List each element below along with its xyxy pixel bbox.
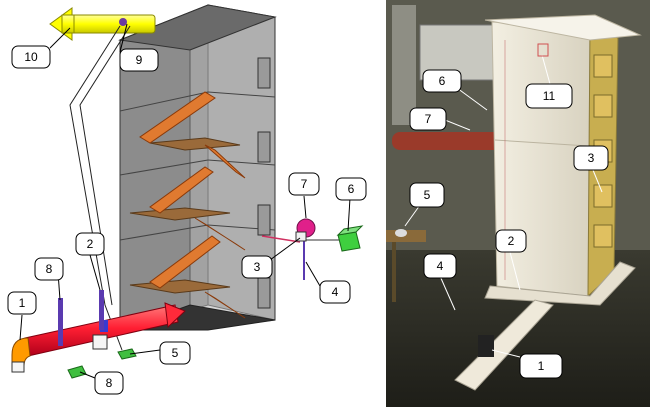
door-opening xyxy=(257,204,271,236)
diagram-callout-1: 1 xyxy=(7,291,37,315)
callout-label: 4 xyxy=(437,259,444,273)
diagram-callouts: 10 9 8 2 1 5 8 xyxy=(7,45,367,395)
callout-label: 2 xyxy=(508,234,515,248)
supply-flow-arrow-icon xyxy=(164,302,186,329)
sensor-plate xyxy=(117,348,137,360)
callout-label: 6 xyxy=(348,182,355,196)
photo-callout-5: 5 xyxy=(409,182,445,208)
photo-supply-channel xyxy=(454,299,554,391)
sensor-plate xyxy=(67,365,87,379)
photo-callout-2: 2 xyxy=(495,229,527,253)
diagram-callout-11: 10 xyxy=(11,45,51,69)
photo-tape-seam xyxy=(494,139,589,147)
diagram-callout-5: 5 xyxy=(159,341,191,365)
photo-sensor-cup xyxy=(395,229,407,237)
floor-slab xyxy=(207,91,276,98)
callout-label: 7 xyxy=(301,177,308,191)
stair-flight xyxy=(194,217,246,251)
probe-post xyxy=(99,290,104,330)
stairwell-shaft-model xyxy=(118,4,277,331)
photo-callout-11: 11 xyxy=(525,83,573,109)
photo-callout-7: 7 xyxy=(409,107,447,131)
floor-slab xyxy=(119,159,209,176)
callout-label: 2 xyxy=(87,237,94,251)
photo-inlet-fan xyxy=(478,335,494,357)
green-sensors xyxy=(67,348,137,379)
stair-landing xyxy=(149,137,241,151)
photo-callout-4: 4 xyxy=(423,253,457,279)
callout-label: 1 xyxy=(538,359,545,373)
door-opening xyxy=(257,277,271,309)
callout-label: 5 xyxy=(424,188,431,202)
callout-label: 10 xyxy=(24,50,38,64)
photo-window xyxy=(392,5,416,125)
diagram-callout-6: 6 xyxy=(335,177,367,201)
supply-duct xyxy=(11,302,186,373)
photo-sensor-marker xyxy=(537,43,549,57)
diagram-callout-10: 9 xyxy=(119,48,159,72)
photo-red-duct xyxy=(392,132,504,150)
callout-label: 7 xyxy=(425,112,432,126)
diagram-callout-2: 2 xyxy=(75,232,105,256)
stair-flight xyxy=(204,291,246,319)
callout-label: 8 xyxy=(46,262,53,276)
photo-model-top xyxy=(484,14,642,41)
floor-slab xyxy=(119,224,209,241)
diagram-callout-4: 4 xyxy=(319,280,351,304)
stair-flight xyxy=(149,166,214,214)
door-opening xyxy=(257,131,271,163)
diagram-callout-7: 7 xyxy=(288,172,320,196)
callout-label: 8 xyxy=(106,376,113,390)
floor-slab xyxy=(119,91,209,112)
photo-panel: 11 6 7 3 5 2 4 xyxy=(386,0,650,407)
stair-landing xyxy=(129,207,231,221)
photo-callout-1: 1 xyxy=(519,353,563,379)
door-opening xyxy=(257,57,271,89)
probe-base xyxy=(92,334,108,350)
callout-label: 3 xyxy=(254,260,261,274)
probe-post xyxy=(58,298,63,346)
measuring-probes xyxy=(58,290,108,350)
stair-flight xyxy=(149,235,221,289)
callout-label: 1 xyxy=(19,296,26,310)
photo-callouts: 11 6 7 3 5 2 4 xyxy=(409,69,609,379)
stair-flight xyxy=(139,91,216,144)
photo-callout-6: 6 xyxy=(422,69,462,93)
diagram-callout-3: 3 xyxy=(241,255,273,279)
callout-label: 5 xyxy=(172,346,179,360)
diagram-callout-8: 8 xyxy=(94,371,124,395)
exhaust-fan-icon xyxy=(119,18,127,26)
diagram-callout-9: 8 xyxy=(34,257,64,281)
diagram-panel: 10 9 8 2 1 5 8 xyxy=(7,4,367,395)
callout-label: 4 xyxy=(332,285,339,299)
callout-label: 11 xyxy=(543,89,556,103)
stair-flight xyxy=(204,144,246,179)
callout-label: 9 xyxy=(136,53,143,67)
photo-callout-3: 3 xyxy=(573,145,609,171)
callout-label: 3 xyxy=(588,151,595,165)
floor-slab xyxy=(207,159,276,166)
supply-inlet-box xyxy=(11,361,25,373)
external-fan-assembly xyxy=(261,218,364,280)
photo-model-base xyxy=(484,261,636,306)
callout-label: 6 xyxy=(439,74,446,88)
fan-housing xyxy=(295,231,307,242)
